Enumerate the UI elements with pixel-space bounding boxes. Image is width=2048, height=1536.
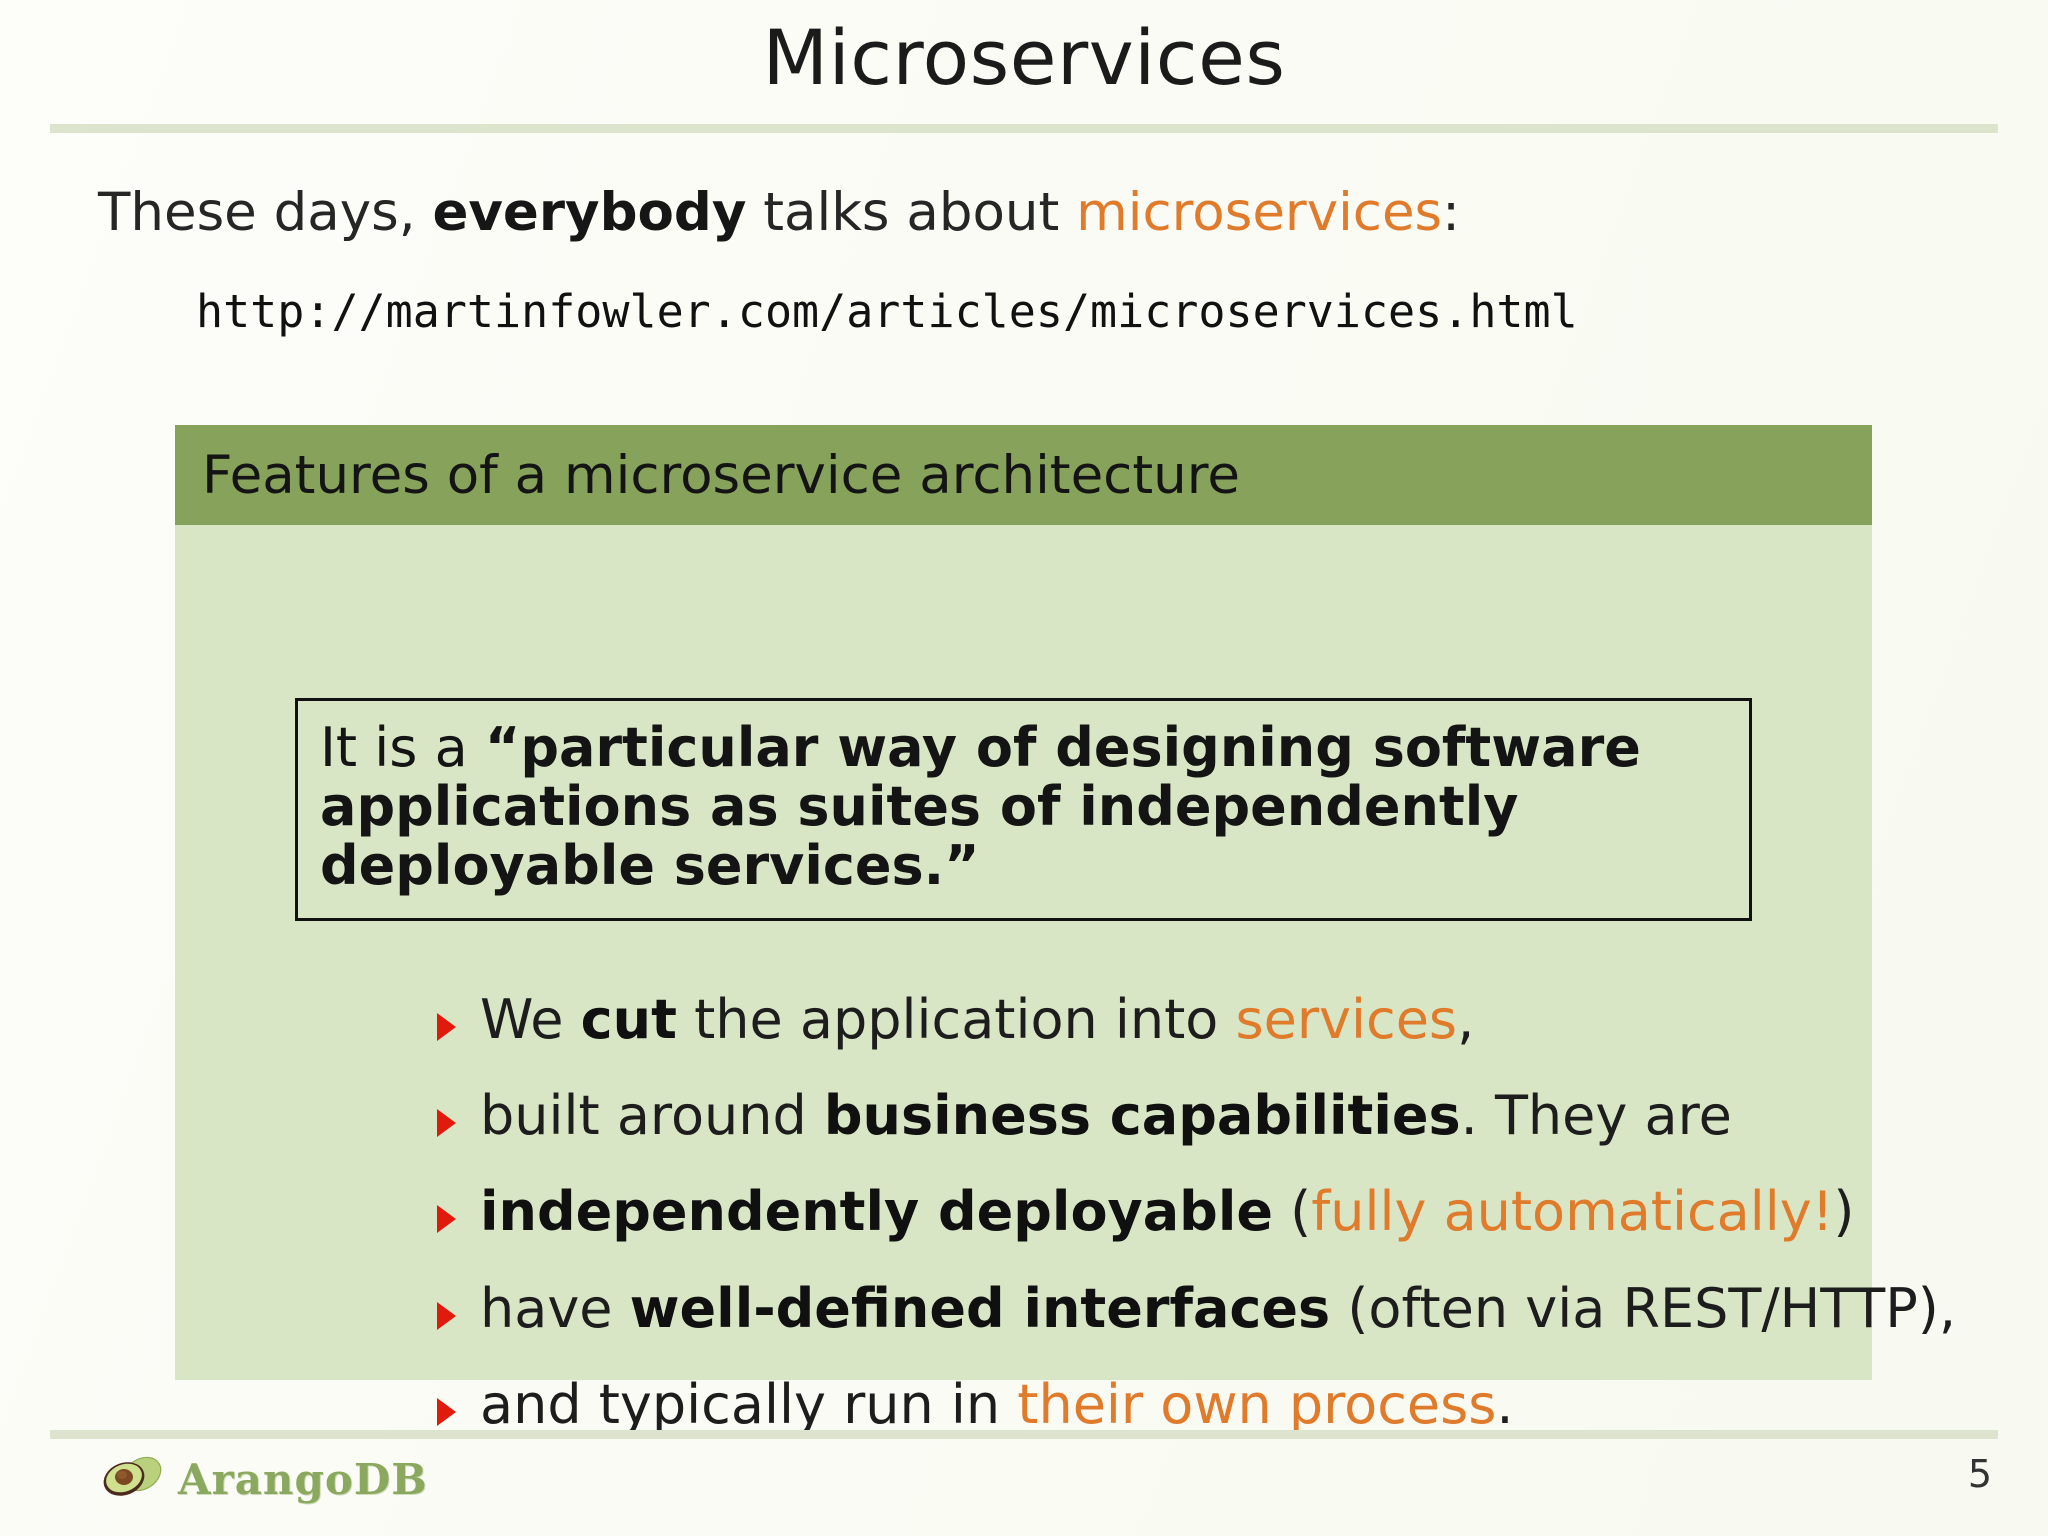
- avocado-icon: [100, 1452, 166, 1506]
- list-item: have well-defined interfaces (often via …: [437, 1280, 1956, 1337]
- intro-text-bold: everybody: [432, 182, 747, 243]
- features-block: Features of a microservice architecture …: [175, 425, 1956, 1433]
- list-item-text: have well-defined interfaces (often via …: [480, 1280, 1956, 1337]
- list-item: We cut the application into services,: [437, 991, 1837, 1048]
- list-item-segment: ,: [1457, 988, 1475, 1051]
- features-block-header: Features of a microservice architecture: [175, 425, 1872, 525]
- quote-strong-text: “particular way of designing software ap…: [320, 716, 1641, 897]
- list-item-segment: ): [1833, 1180, 1855, 1244]
- triangle-bullet-icon: [437, 1109, 456, 1138]
- list-item-segment: (: [1272, 1180, 1312, 1244]
- list-item-segment: services: [1235, 988, 1458, 1051]
- intro-line: These days, everybody talks about micros…: [98, 182, 1460, 243]
- intro-text-accent: microservices: [1076, 182, 1443, 243]
- features-block-body: It is a “particular way of designing sof…: [175, 525, 1956, 1433]
- triangle-bullet-icon: [437, 1397, 456, 1426]
- list-item-text: built around business capabilities. They…: [480, 1087, 1732, 1144]
- list-item: and typically run in their own process.: [437, 1376, 1837, 1433]
- list-item-segment: built around: [480, 1084, 824, 1148]
- footer-divider: [50, 1430, 1998, 1439]
- list-item-text: independently deployable (fully automati…: [480, 1183, 1854, 1240]
- reference-url[interactable]: http://martinfowler.com/articles/microse…: [196, 285, 1578, 338]
- list-item-text: and typically run in their own process.: [480, 1376, 1514, 1433]
- triangle-bullet-icon: [437, 1013, 456, 1041]
- feature-bullet-list: We cut the application into services, bu…: [437, 991, 1956, 1433]
- list-item-segment: We: [480, 988, 581, 1051]
- list-item: built around business capabilities. They…: [437, 1087, 1837, 1144]
- list-item-segment: their own process: [1017, 1372, 1497, 1436]
- list-item-segment: have: [480, 1276, 630, 1340]
- arangodb-logo-text: ArangoDB: [178, 1454, 428, 1504]
- list-item: independently deployable (fully automati…: [437, 1183, 1854, 1241]
- list-item-segment: business capabilities: [823, 1084, 1461, 1148]
- list-item-segment: cut: [580, 988, 677, 1051]
- title-divider: [50, 124, 1998, 133]
- list-item-segment: independently deployable: [480, 1180, 1273, 1244]
- list-item-segment: . They are: [1460, 1084, 1732, 1148]
- intro-text-part2: talks about: [746, 182, 1077, 243]
- list-item-segment: fully automatically!: [1311, 1180, 1834, 1244]
- list-item-segment: (often via REST/HTTP),: [1330, 1276, 1957, 1340]
- list-item-segment: .: [1496, 1372, 1514, 1436]
- triangle-bullet-icon: [437, 1205, 456, 1234]
- list-item-segment: the application into: [676, 988, 1236, 1051]
- triangle-bullet-icon: [437, 1301, 456, 1330]
- definition-quote-box: It is a “particular way of designing sof…: [295, 698, 1752, 921]
- arangodb-logo: ArangoDB: [100, 1452, 428, 1506]
- intro-text-part1: These days,: [98, 182, 433, 243]
- list-item-segment: well-defined interfaces: [629, 1276, 1331, 1340]
- quote-lead-text: It is a: [320, 716, 485, 779]
- list-item-text: We cut the application into services,: [480, 991, 1474, 1048]
- page-number: 5: [1967, 1452, 1992, 1496]
- intro-text-part3: :: [1442, 182, 1461, 243]
- list-item-segment: and typically run in: [480, 1372, 1018, 1436]
- features-block-header-label: Features of a microservice architecture: [202, 444, 1240, 506]
- page-title: Microservices: [762, 13, 1286, 102]
